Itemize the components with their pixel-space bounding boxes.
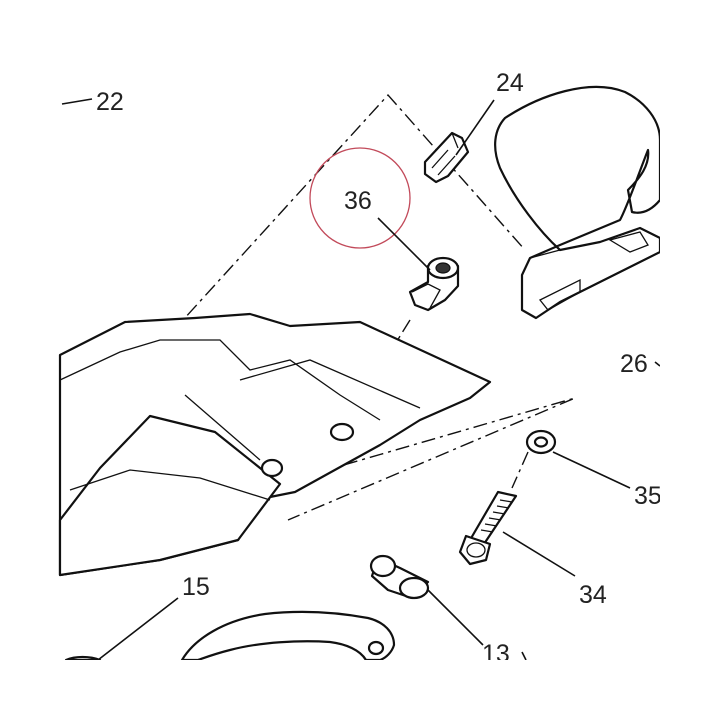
crop-mask-right <box>660 0 720 720</box>
spacer-part-13[interactable] <box>369 554 430 600</box>
callout-labels: 22 24 36 26 35 34 15 13 <box>96 69 662 668</box>
crop-mask-bottom <box>0 660 720 720</box>
leader-lines <box>61 98 661 661</box>
label-35: 35 <box>634 482 662 510</box>
label-15: 15 <box>182 573 210 601</box>
grab-handle-part-26[interactable] <box>494 85 662 320</box>
bolt-part-34[interactable] <box>458 490 518 566</box>
label-24: 24 <box>496 69 524 97</box>
label-22: 22 <box>96 88 124 116</box>
clip-part-24[interactable] <box>423 131 470 184</box>
label-34: 34 <box>579 581 607 609</box>
label-26: 26 <box>620 350 648 378</box>
label-36: 36 <box>344 187 372 215</box>
washer-part-35[interactable] <box>525 429 557 455</box>
highlight-circle-36 <box>309 147 411 249</box>
bracket-part-15[interactable] <box>64 610 396 662</box>
grommet-part-36[interactable] <box>408 256 460 312</box>
seat-cowl-part-22[interactable] <box>58 312 492 577</box>
